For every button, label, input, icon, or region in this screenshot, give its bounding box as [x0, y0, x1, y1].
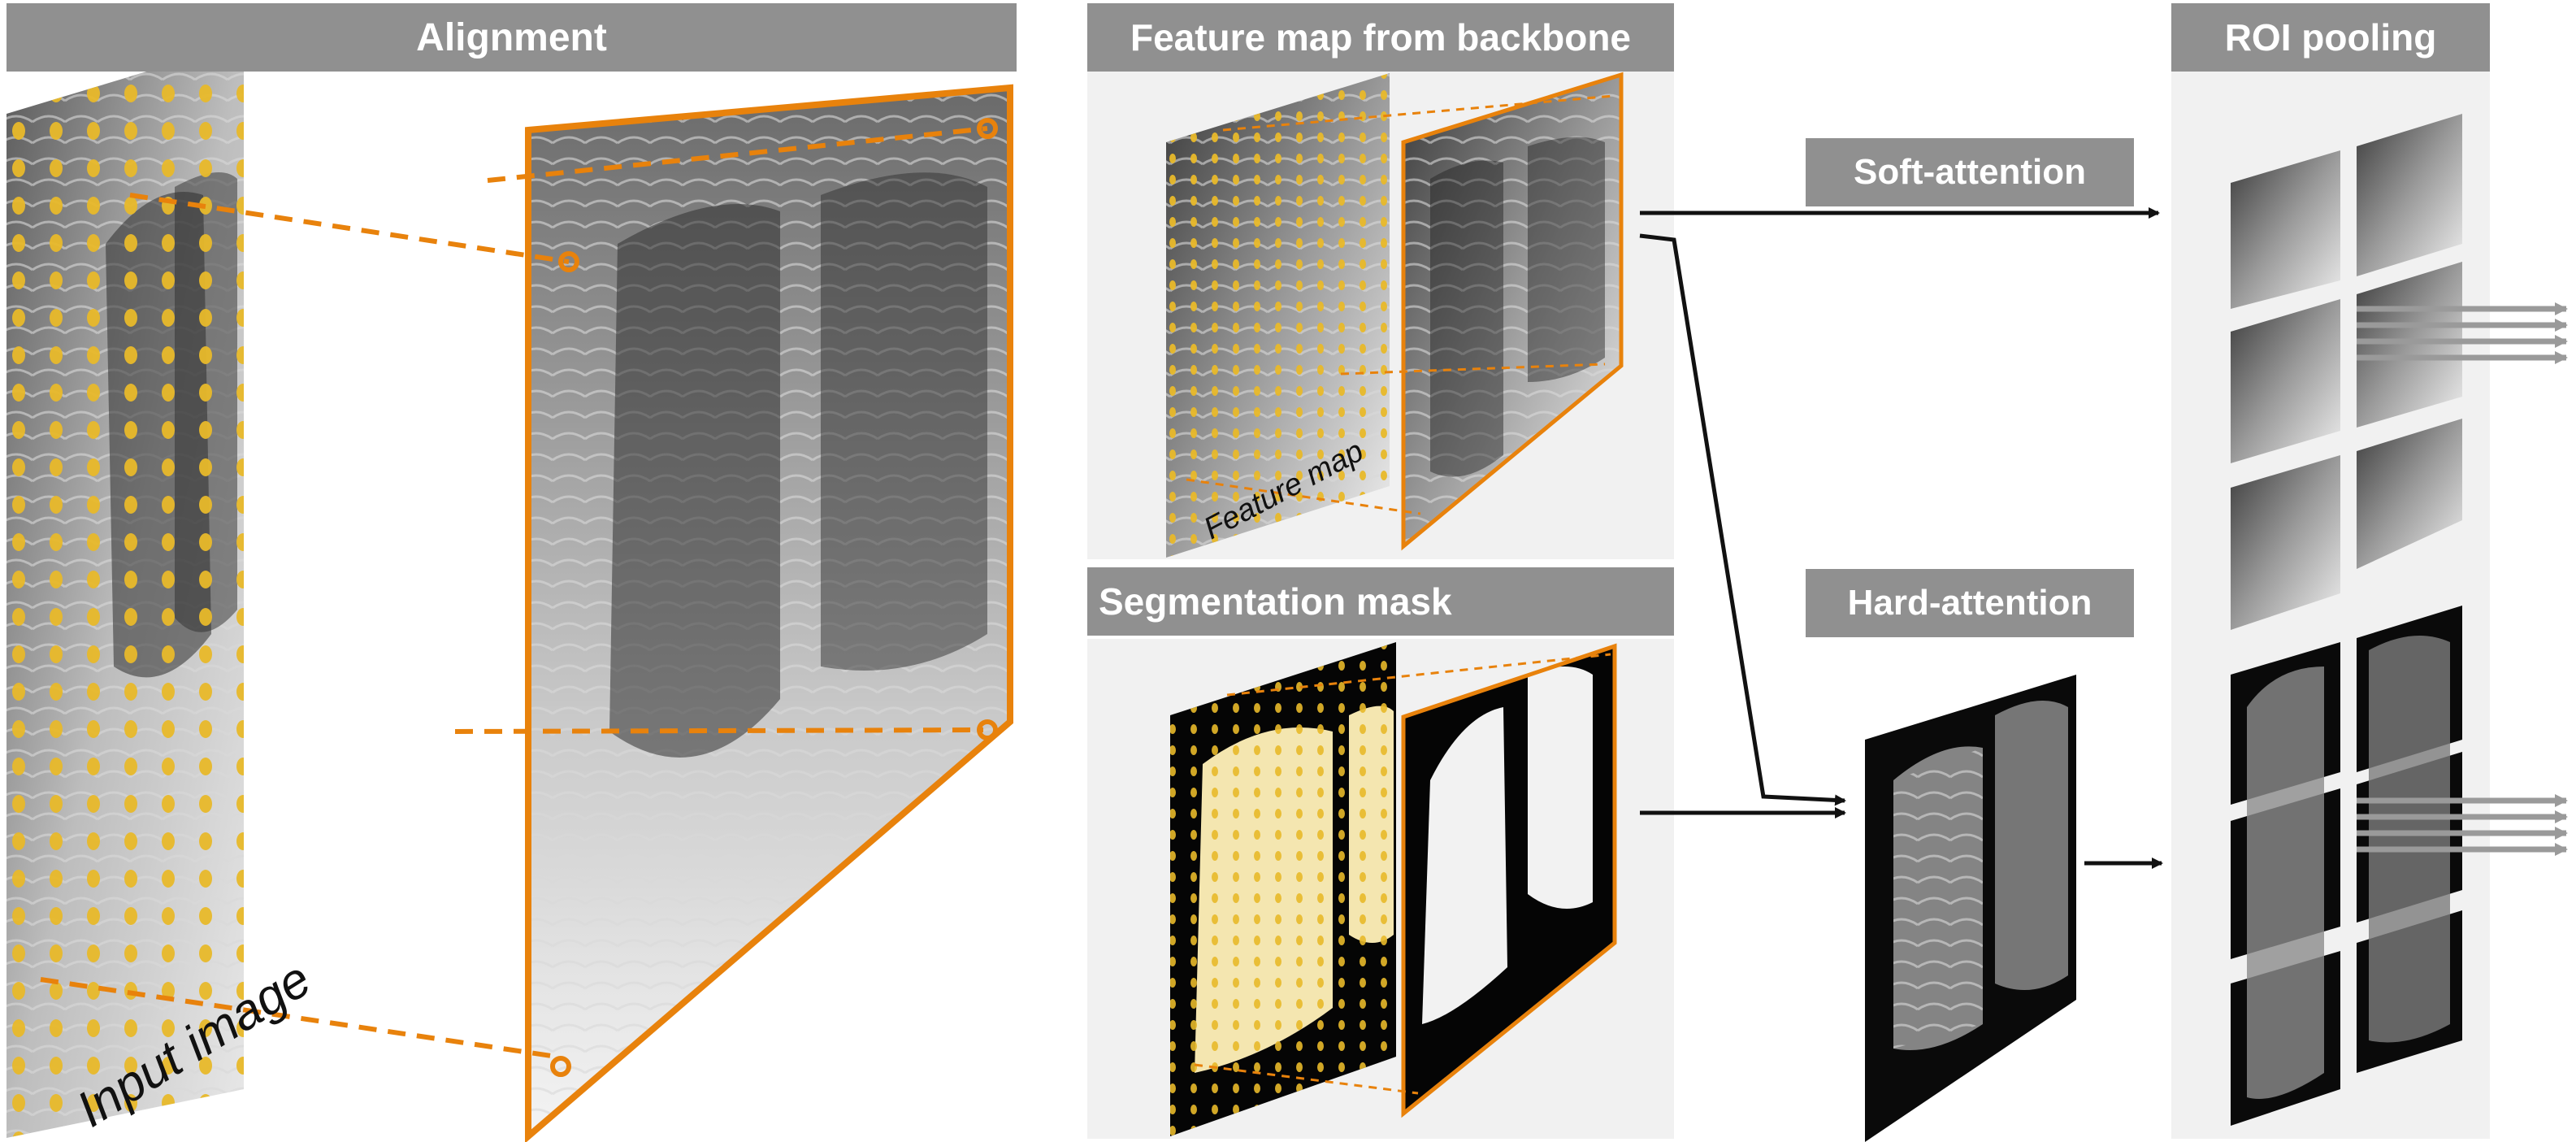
roi-pooling-title: ROI pooling: [2171, 3, 2490, 72]
hard-attention-image: [1865, 675, 2076, 1142]
soft-attention-label: Soft-attention: [1806, 138, 2134, 206]
roi-hard-tiles: [2231, 606, 2462, 1126]
roi-soft-tiles: [2231, 114, 2462, 630]
segmentation-dots-plane: [1170, 642, 1396, 1136]
hard-attention-label: Hard-attention: [1806, 569, 2134, 637]
roi-hard-output-arrows: [2357, 794, 2568, 856]
alignment-anchor-points: [550, 118, 998, 1077]
feature-map-title: Feature map from backbone: [1087, 3, 1674, 72]
segmentation-mask-plane: [1401, 643, 1617, 1118]
backbone-feature-plane: [1401, 72, 1624, 551]
alignment-correspondence-lines: [40, 126, 988, 1059]
segmentation-dashed-lines: [1194, 653, 1611, 1095]
feature-map-dashed-lines: [1186, 94, 1614, 515]
roi-soft-output-arrows: [2357, 302, 2568, 364]
feature-map-plane: [1166, 73, 1390, 558]
aligned-image-plane: [525, 84, 1013, 1142]
segmentation-mask-title: Segmentation mask: [1087, 567, 1674, 636]
input-image-plane: [7, 42, 244, 1138]
hard-attention-arrows: [1639, 233, 2163, 869]
alignment-title: Alignment: [7, 3, 1017, 72]
